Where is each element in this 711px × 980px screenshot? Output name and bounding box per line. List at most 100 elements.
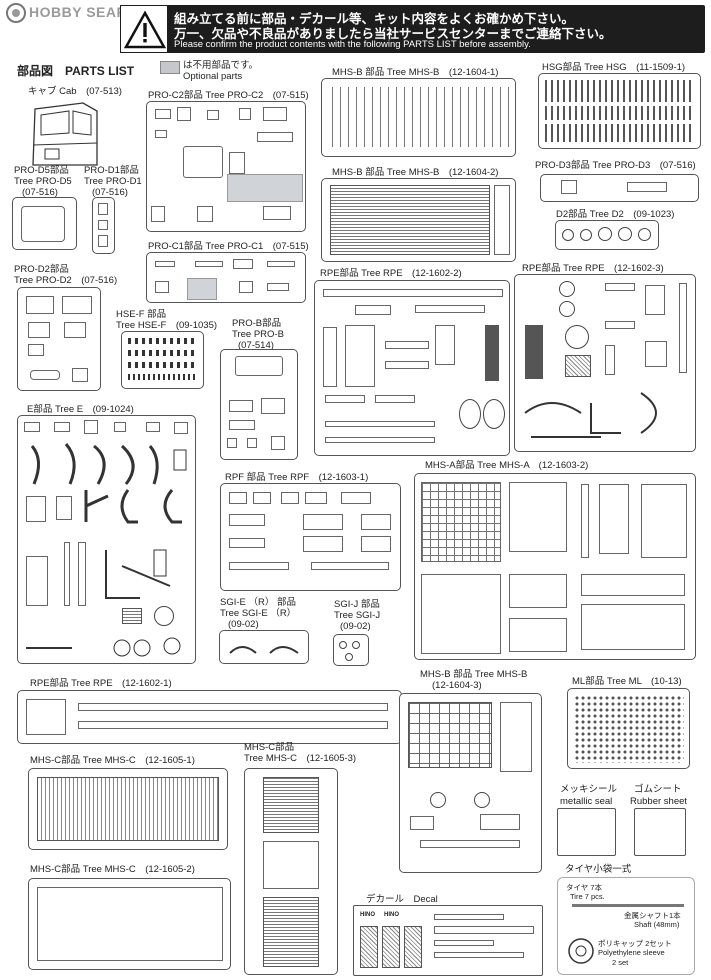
tree-mhs-b3-label-1: MHS-B 部品 Tree MHS-B bbox=[420, 669, 528, 680]
tree-pro-c1-label: PRO-C1部品 Tree PRO-C1 (07-515) bbox=[148, 241, 309, 252]
tree-pro-d2-label-1: PRO-D2部品 bbox=[14, 264, 69, 275]
tree-mhs-c2-label: MHS-C部品 Tree MHS-C (12-1605-2) bbox=[30, 864, 195, 875]
tree-mhs-c3-label-2: Tree MHS-C (12-1605-3) bbox=[244, 753, 357, 764]
shaft-label-jp: 金属シャフト1本 bbox=[624, 911, 681, 920]
shaft-label-en: Shaft (48mm) bbox=[634, 920, 680, 929]
metallic-seal-label-jp: メッキシール bbox=[560, 784, 618, 795]
tree-mhs-b2-label: MHS-B 部品 Tree MHS-B (12-1604-2) bbox=[332, 167, 499, 178]
rubber-sheet-label-jp: ゴムシート bbox=[634, 784, 682, 795]
tree-mhs-a bbox=[414, 473, 696, 660]
tree-pro-b bbox=[220, 349, 298, 460]
rubber-sheet-label-en: Rubber sheet bbox=[630, 796, 688, 807]
tree-hsg-label: HSG部品 Tree HSG (11-1509-1) bbox=[542, 62, 686, 73]
tire-bag-label: タイヤ小袋一式 bbox=[565, 864, 632, 875]
tree-e bbox=[17, 415, 196, 664]
tree-mhs-c1-label: MHS-C部品 Tree MHS-C (12-1605-1) bbox=[30, 755, 195, 766]
tree-pro-d1 bbox=[92, 197, 115, 254]
tree-mhs-c2 bbox=[28, 878, 231, 970]
tire-label-en: Tire 7 pcs. bbox=[570, 892, 605, 901]
tree-hsg bbox=[538, 73, 701, 149]
tree-pro-d2-label-2: Tree PRO-D2 (07-516) bbox=[14, 275, 118, 286]
logo-text: HOBBY SEARCH bbox=[29, 4, 149, 20]
tree-rpe3 bbox=[17, 690, 402, 744]
tree-mhs-b1 bbox=[321, 78, 516, 157]
tree-pro-c2-label: PRO-C2部品 Tree PRO-C2 (07-515) bbox=[148, 90, 309, 101]
tree-sgi-j-label-1: SGI-J 部品 bbox=[334, 599, 380, 610]
tree-pro-d5-label-2: Tree PRO-D5 bbox=[14, 176, 72, 187]
cab-part bbox=[32, 102, 98, 166]
tree-pro-d1-label-3: (07-516) bbox=[92, 187, 128, 198]
tire-label-jp: タイヤ 7本 bbox=[566, 883, 603, 892]
tree-mhs-b2 bbox=[321, 178, 516, 262]
tree-rpf bbox=[220, 483, 401, 591]
logo: HOBBY SEARCH bbox=[5, 2, 155, 24]
tree-pro-c1 bbox=[146, 252, 306, 303]
tree-rpe1-label: RPE部品 Tree RPE (12-1602-2) bbox=[320, 268, 462, 279]
tree-cab-label: キャブ Cab (07-513) bbox=[28, 86, 122, 97]
tree-pro-b-label-3: (07-514) bbox=[238, 340, 274, 351]
tire-bag: タイヤ 7本 Tire 7 pcs. 金属シャフト1本 Shaft (48mm)… bbox=[557, 877, 695, 975]
tree-pro-d3 bbox=[540, 174, 699, 202]
optional-label-en: Optional parts bbox=[183, 71, 243, 82]
poly-sleeve-part bbox=[568, 938, 594, 964]
logo-mark bbox=[6, 3, 26, 23]
tree-pro-d5 bbox=[12, 197, 77, 250]
tree-ml bbox=[567, 688, 690, 769]
tree-sgi-e-label-3: (09-02) bbox=[228, 619, 259, 630]
decal-hino-mark-1: HINO bbox=[360, 912, 375, 918]
tree-mhs-c1 bbox=[28, 768, 228, 850]
tree-sgi-e-label-2: Tree SGI-E （R） bbox=[220, 608, 297, 619]
metallic-seal bbox=[557, 808, 616, 856]
shaft-part bbox=[572, 904, 684, 907]
tree-mhs-c3-label-1: MHS-C部品 bbox=[244, 742, 295, 753]
header-line-1: 組み立てる前に部品・デカール等、キット内容をよくお確かめ下さい。 bbox=[174, 12, 575, 26]
tree-e-label: E部品 Tree E (09-1024) bbox=[27, 404, 134, 415]
poly-label-en-2: 2 set bbox=[612, 958, 629, 967]
warning-badge bbox=[120, 5, 168, 53]
tree-d2 bbox=[555, 220, 659, 250]
tree-rpe3-label: RPE部品 Tree RPE (12-1602-1) bbox=[30, 678, 172, 689]
tree-rpf-label: RPF 部品 Tree RPF (12-1603-1) bbox=[225, 472, 369, 483]
tree-pro-d3-label: PRO-D3部品 Tree PRO-D3 (07-516) bbox=[535, 160, 696, 171]
tree-rpe2-label: RPE部品 Tree RPE (12-1602-3) bbox=[522, 263, 664, 274]
optional-label-jp: は不用部品です。 bbox=[183, 60, 259, 71]
tree-pro-b-label-2: Tree PRO-B bbox=[232, 329, 284, 340]
metallic-seal-label-en: metallic seal bbox=[560, 796, 613, 807]
tree-pro-d5-label-3: (07-516) bbox=[22, 187, 58, 198]
tree-sgi-e-label-1: SGI-E （R） 部品 bbox=[220, 597, 297, 608]
tree-hse-f bbox=[121, 331, 204, 389]
decal-hino-mark-2: HINO bbox=[384, 912, 399, 918]
tree-mhs-b3 bbox=[399, 693, 542, 873]
decal-label: デカール Decal bbox=[366, 894, 438, 905]
tree-pro-b-label-1: PRO-B部品 bbox=[232, 318, 282, 329]
parts-list-title: 部品図 PARTS LIST bbox=[17, 64, 135, 78]
tree-sgi-e bbox=[219, 630, 309, 664]
tree-mhs-b3-label-2: (12-1604-3) bbox=[432, 680, 482, 691]
tree-hse-f-label-2: Tree HSE-F (09-1035) bbox=[116, 320, 218, 331]
rubber-sheet bbox=[634, 808, 686, 856]
tree-sgi-j bbox=[333, 634, 369, 666]
header-line-3: Please confirm the product contents with… bbox=[174, 39, 531, 50]
tree-ml-label: ML部品 Tree ML (10-13) bbox=[572, 676, 682, 687]
tree-rpe1 bbox=[314, 280, 510, 456]
tree-d2-label: D2部品 Tree D2 (09-1023) bbox=[556, 209, 675, 220]
header-line-2: 万一、欠品や不良品がありましたら当社サービスセンターまでご連絡下さい。 bbox=[174, 27, 612, 41]
tree-pro-d5-label-1: PRO-D5部品 bbox=[14, 165, 69, 176]
header-banner bbox=[120, 5, 705, 53]
tree-mhs-c3 bbox=[244, 768, 338, 975]
tree-sgi-j-label-2: Tree SGI-J bbox=[334, 610, 381, 621]
tree-mhs-a-label: MHS-A部品 Tree MHS-A (12-1603-2) bbox=[425, 460, 589, 471]
optional-swatch bbox=[160, 61, 180, 74]
decal-sheet: HINO HINO bbox=[353, 905, 543, 976]
poly-label-jp: ポリキャップ 2セット bbox=[598, 939, 672, 948]
tree-pro-d1-label-2: Tree PRO-D1 bbox=[84, 176, 142, 187]
poly-label-en: Polyethylene sleeve bbox=[598, 948, 665, 957]
tree-sgi-j-label-3: (09-02) bbox=[340, 621, 371, 632]
tree-rpe2 bbox=[514, 274, 696, 452]
tree-mhs-b1-label: MHS-B 部品 Tree MHS-B (12-1604-1) bbox=[332, 67, 499, 78]
tree-hse-f-label-1: HSE-F 部品 bbox=[116, 309, 167, 320]
tree-pro-d1-label-1: PRO-D1部品 bbox=[84, 165, 139, 176]
tree-pro-c2 bbox=[146, 101, 306, 232]
tree-pro-d2 bbox=[17, 287, 101, 391]
warning-icon bbox=[123, 10, 167, 49]
